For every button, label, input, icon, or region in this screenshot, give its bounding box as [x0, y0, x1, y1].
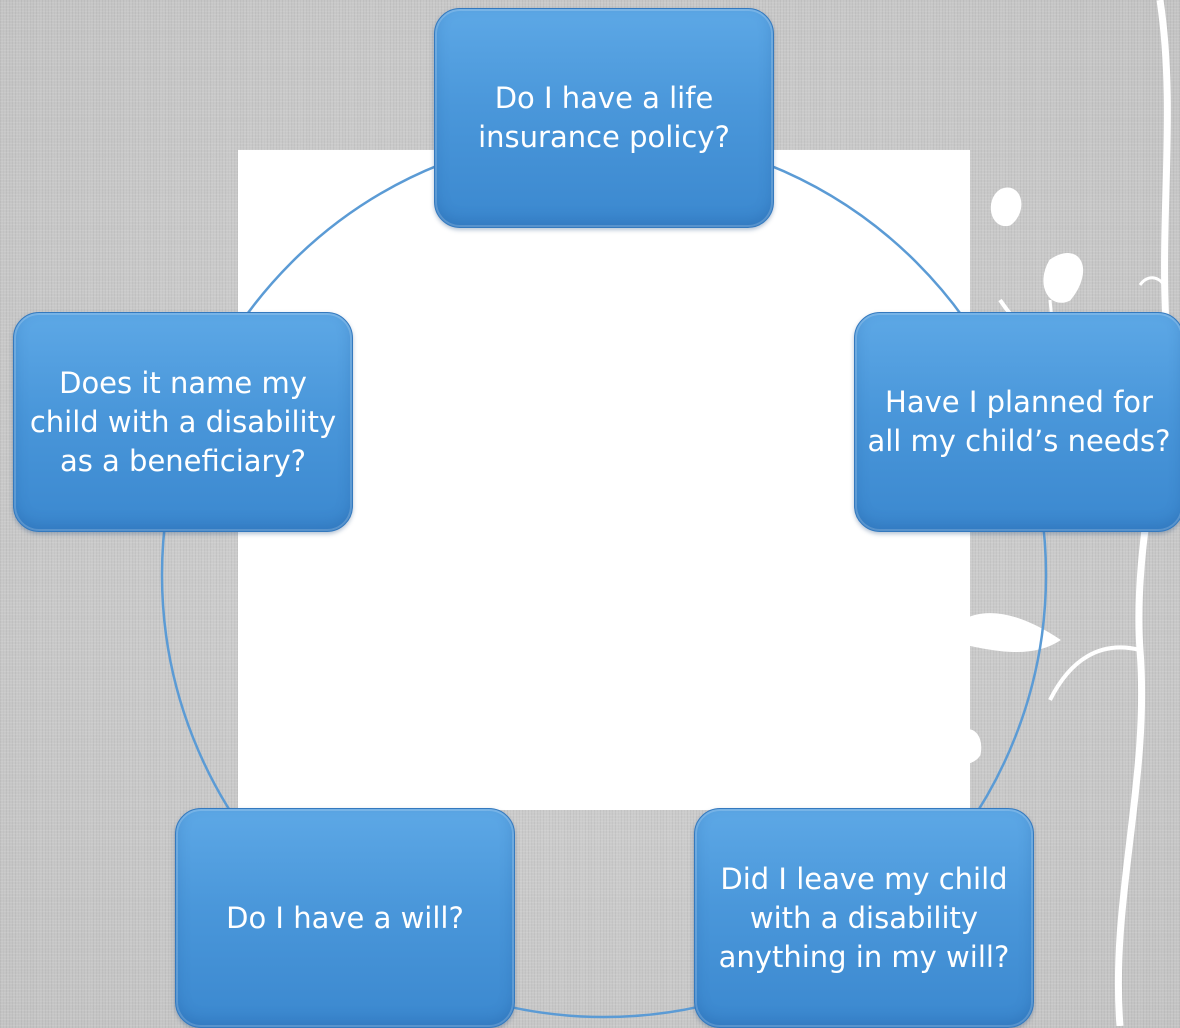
node-left-anything-in-will-text: Did I leave my child with a disability a… — [718, 861, 1010, 974]
node-left-anything-in-will: Did I leave my child with a disability a… — [694, 808, 1034, 1028]
node-names-beneficiary-text: Does it name my child with a disability … — [29, 365, 337, 478]
node-have-will: Do I have a will? — [175, 808, 515, 1028]
node-names-beneficiary: Does it name my child with a disability … — [13, 312, 353, 532]
white-backdrop-panel — [238, 150, 970, 810]
node-life-insurance-text: Do I have a life insurance policy? — [478, 81, 730, 154]
node-life-insurance: Do I have a life insurance policy? — [434, 8, 774, 228]
node-planned-needs-text: Have I planned for all my child’s needs? — [867, 385, 1171, 458]
node-have-will-text: Do I have a will? — [226, 900, 464, 935]
node-planned-needs: Have I planned for all my child’s needs? — [854, 312, 1180, 532]
